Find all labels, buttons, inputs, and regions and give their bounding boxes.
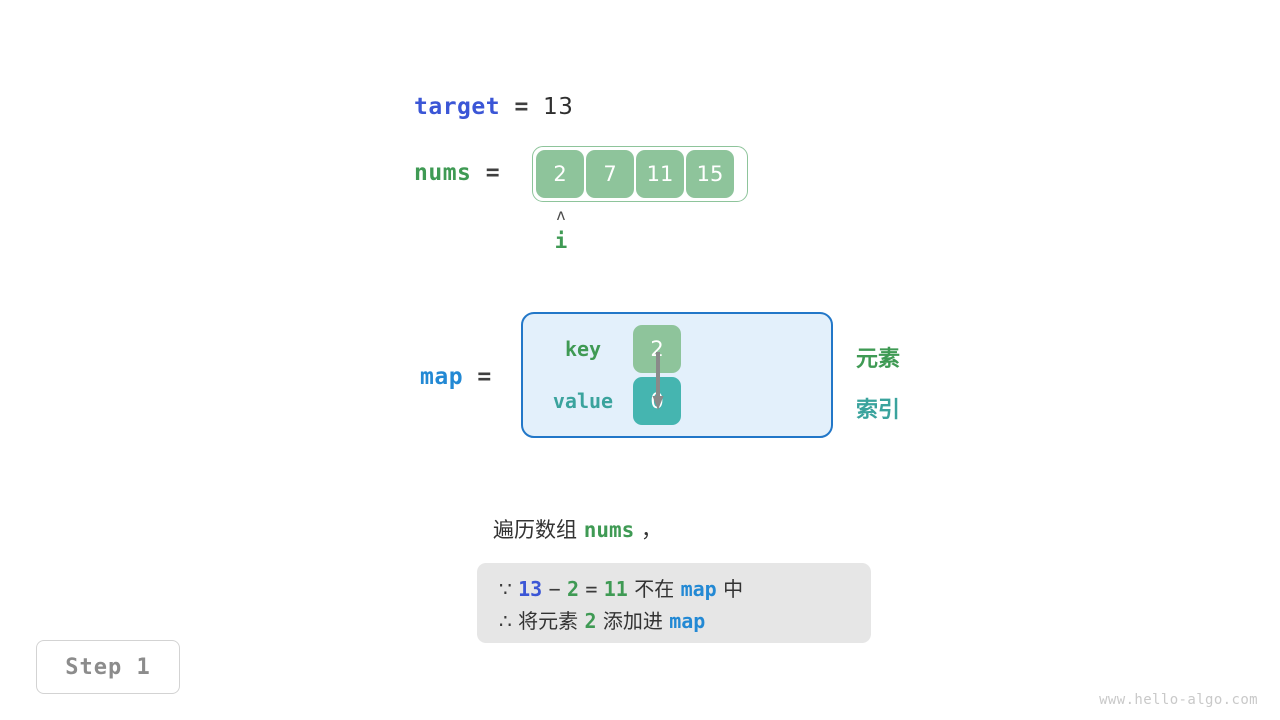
note-added-value: 2	[584, 609, 597, 633]
pointer-caret-icon: ʌ	[556, 206, 566, 224]
step-badge: Step 1	[36, 640, 180, 694]
map-equals-sign: =	[477, 364, 492, 390]
map-value-label: value	[552, 389, 614, 413]
note-minus-operator: −	[548, 577, 561, 601]
nums-array: 2 7 11 15	[532, 146, 748, 202]
map-label: map =	[420, 364, 492, 390]
caption-text: 遍历数组 nums ，	[493, 514, 662, 544]
note-in-tail: 中	[723, 577, 744, 601]
note-map-ref: map	[669, 609, 706, 633]
array-cell: 15	[686, 150, 734, 198]
annotation-element: 元素	[856, 347, 901, 372]
map-key-row: key 2	[523, 325, 831, 373]
nums-equals-sign: =	[485, 160, 501, 186]
note-add-into-text: 添加进	[602, 609, 663, 633]
target-variable-name: target	[414, 94, 501, 120]
note-current-value: 2	[566, 577, 579, 601]
array-cell: 2	[536, 150, 584, 198]
array-cell: 7	[586, 150, 634, 198]
pointer-label-i: i	[554, 229, 568, 253]
caption-prefix: 遍历数组	[493, 518, 577, 542]
hash-map-box: key 2 value 0	[521, 312, 833, 438]
therefore-symbol: ∴	[499, 609, 512, 633]
because-symbol: ∵	[499, 577, 512, 601]
note-add-element-text: 将元素	[518, 609, 579, 633]
note-complement-value: 11	[603, 577, 628, 601]
explanation-box: ∵ 13 − 2 = 11 不在 map 中 ∴ 将元素 2 添加进 map	[477, 563, 871, 643]
map-value-cell: 0	[633, 377, 681, 425]
note-map-ref: map	[680, 577, 717, 601]
note-not-in-text: 不在	[634, 577, 675, 601]
note-target-value: 13	[518, 577, 543, 601]
caption-suffix: ，	[640, 518, 662, 542]
map-key-label: key	[564, 337, 602, 361]
watermark: www.hello-algo.com	[1099, 692, 1258, 708]
target-assignment: target = 13	[414, 94, 573, 120]
target-equals-sign: =	[514, 94, 529, 120]
explanation-line-2: ∴ 将元素 2 添加进 map	[499, 605, 849, 637]
note-equals-operator: =	[585, 577, 598, 601]
index-pointer: ʌ i	[537, 206, 585, 253]
map-key-cell: 2	[633, 325, 681, 373]
caption-code-nums: nums	[583, 518, 635, 542]
array-cell: 11	[636, 150, 684, 198]
map-variable-name: map	[420, 364, 464, 390]
map-value-row: value 0	[523, 377, 831, 425]
nums-label: nums =	[414, 160, 500, 186]
target-value: 13	[543, 94, 574, 120]
explanation-line-1: ∵ 13 − 2 = 11 不在 map 中	[499, 573, 849, 605]
annotation-index: 索引	[856, 398, 901, 423]
nums-variable-name: nums	[414, 160, 472, 186]
